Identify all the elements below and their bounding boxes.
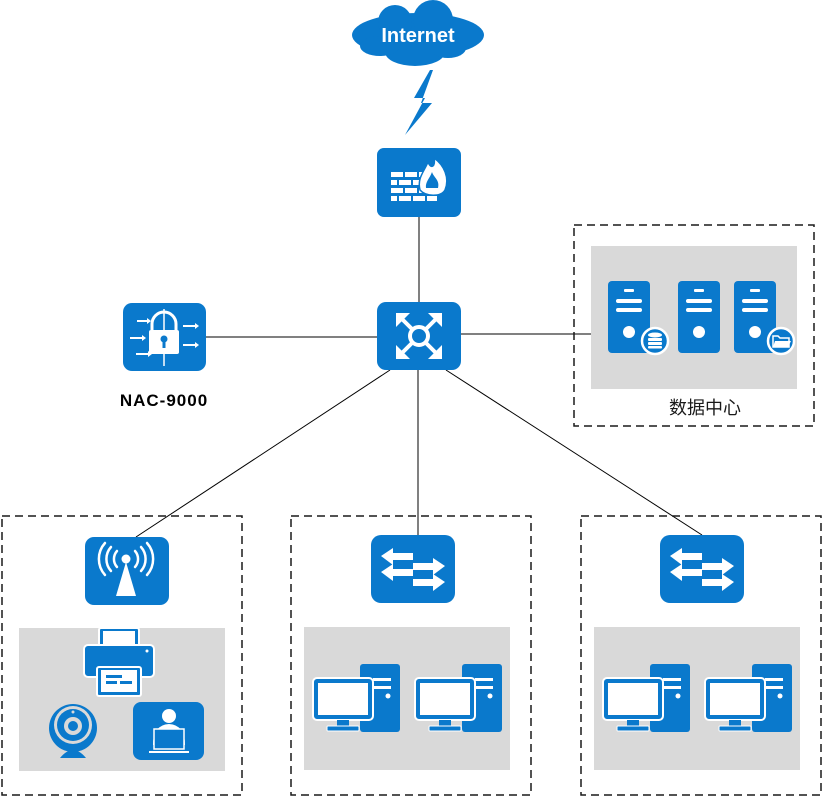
wireless-ap-icon [97, 541, 155, 596]
core-switch-node[interactable] [377, 302, 461, 370]
lan-zone-1[interactable] [290, 515, 532, 796]
core-router-icon [396, 313, 442, 359]
user-laptop-icon [133, 702, 204, 760]
wireless-ap-node[interactable] [85, 537, 169, 605]
firewall-icon [391, 156, 448, 201]
database-server-icon [608, 281, 670, 356]
wireless-zone[interactable] [1, 515, 243, 796]
access-switch-2[interactable] [660, 535, 744, 603]
nac-lock-icon [130, 309, 199, 366]
lan-zone-2[interactable] [580, 515, 822, 796]
link-core-switch2 [445, 369, 703, 536]
database-icon [648, 332, 662, 349]
printer-icon [83, 627, 155, 697]
nac-node[interactable]: NAC-9000 [120, 303, 208, 410]
lightning-icon [405, 70, 433, 135]
internet-label: Internet [381, 25, 455, 47]
link-core-ap [135, 369, 391, 538]
folder-icon [772, 335, 791, 348]
links [135, 216, 703, 538]
cloud-icon [352, 0, 484, 66]
file-server-icon [734, 281, 796, 356]
datacenter-label: 数据中心 [669, 398, 741, 419]
server-icon [678, 281, 720, 353]
internet-node[interactable]: Internet [352, 0, 484, 66]
datacenter-zone[interactable]: 数据中心 [573, 224, 815, 427]
access-switch-1[interactable] [371, 535, 455, 603]
firewall-node[interactable] [377, 148, 461, 217]
nac-label: NAC-9000 [120, 391, 208, 410]
webcam-icon [49, 704, 97, 758]
